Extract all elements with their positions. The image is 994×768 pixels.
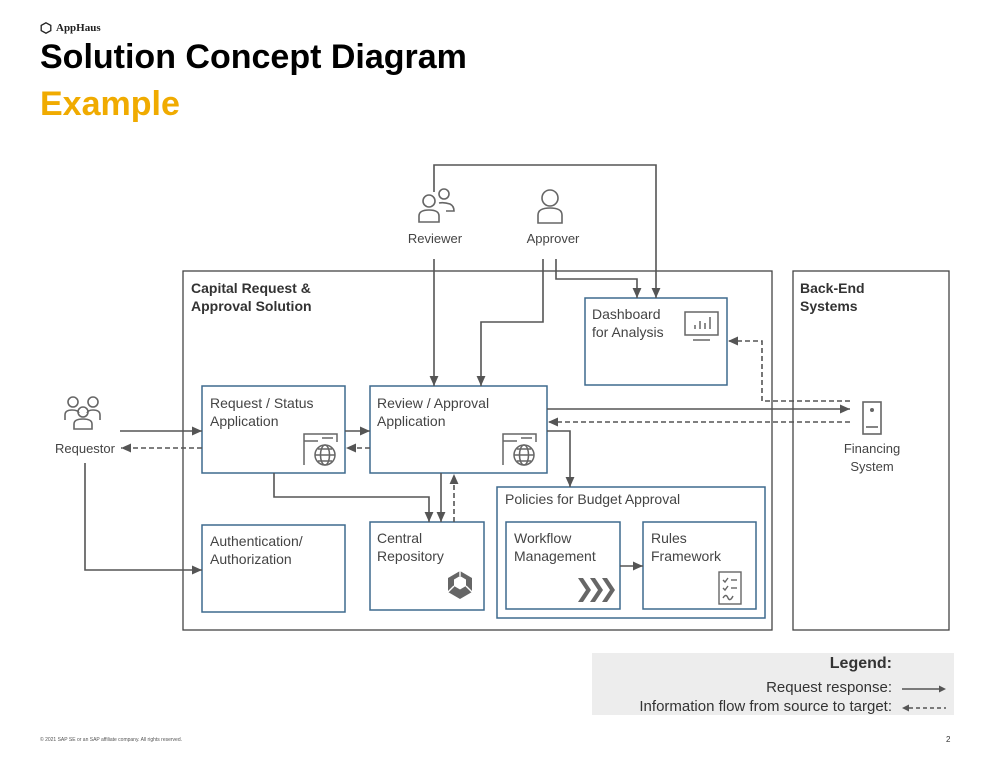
backend-container-title-line2: Systems	[800, 298, 858, 314]
chevrons-icon	[578, 578, 615, 602]
request-status-label-line1: Request / Status	[210, 395, 314, 411]
information-flow-arrows	[121, 336, 850, 522]
page-number: 2	[946, 735, 951, 744]
financing-system: Financing System	[844, 401, 900, 474]
auth-label-line1: Authentication/	[210, 533, 303, 549]
backend-container	[792, 270, 950, 631]
reviewer-label: Reviewer	[408, 231, 463, 246]
workflow-label-line2: Management	[514, 548, 596, 564]
request-response-arrows	[84, 164, 850, 575]
repository-label-line1: Central	[377, 530, 422, 546]
workflow-box	[505, 521, 621, 610]
server-icon	[862, 401, 882, 435]
checklist-icon	[718, 571, 742, 605]
chart-monitor-icon	[684, 311, 719, 341]
legend: Legend: Request response: Information fl…	[592, 653, 954, 715]
approver-actor: Approver	[527, 189, 580, 246]
rules-label-line1: Rules	[651, 530, 687, 546]
backend-container-title-line1: Back-End	[800, 280, 865, 296]
dashboard-label-line2: for Analysis	[592, 324, 664, 340]
solution-container-title-line1: Capital Request &	[191, 280, 311, 296]
requestor-actor: Requestor	[55, 396, 116, 456]
financing-label-line2: System	[850, 459, 893, 474]
requestor-label: Requestor	[55, 441, 116, 456]
users-icon	[418, 188, 455, 223]
brand-logo: AppHaus	[40, 22, 101, 34]
legend-dashed-arrow	[902, 704, 946, 712]
web-app-icon	[502, 433, 537, 466]
legend-solid-arrow	[902, 685, 946, 693]
brand-name: AppHaus	[56, 22, 101, 34]
financing-label-line1: Financing	[844, 441, 900, 456]
cube-icon	[447, 571, 473, 599]
review-approval-label-line2: Application	[377, 413, 446, 429]
user-icon	[537, 189, 563, 224]
repository-label-line2: Repository	[377, 548, 444, 564]
legend-information-flow-label: Information flow from source to target:	[639, 698, 892, 715]
page-subtitle: Example	[40, 85, 180, 123]
rules-label-line2: Framework	[651, 548, 722, 564]
web-app-icon	[303, 433, 338, 466]
policies-container	[496, 486, 766, 619]
request-status-label-line2: Application	[210, 413, 279, 429]
dashboard-label-line1: Dashboard	[592, 306, 661, 322]
policies-container-title: Policies for Budget Approval	[505, 491, 680, 507]
review-approval-label-line1: Review / Approval	[377, 395, 489, 411]
users-icon	[64, 396, 101, 430]
hexagon-logo-icon	[40, 22, 52, 34]
copyright-footer: © 2021 SAP SE or an SAP affiliate compan…	[40, 737, 183, 743]
reviewer-actor: Reviewer	[408, 188, 463, 246]
solution-container	[182, 270, 773, 631]
page-title: Solution Concept Diagram	[40, 38, 467, 76]
auth-box	[201, 524, 346, 613]
workflow-label-line1: Workflow	[514, 530, 572, 546]
legend-request-response-label: Request response:	[766, 679, 892, 696]
approver-label: Approver	[527, 231, 580, 246]
auth-label-line2: Authorization	[210, 551, 292, 567]
legend-title: Legend:	[829, 655, 892, 672]
solution-container-title-line2: Approval Solution	[191, 298, 312, 314]
